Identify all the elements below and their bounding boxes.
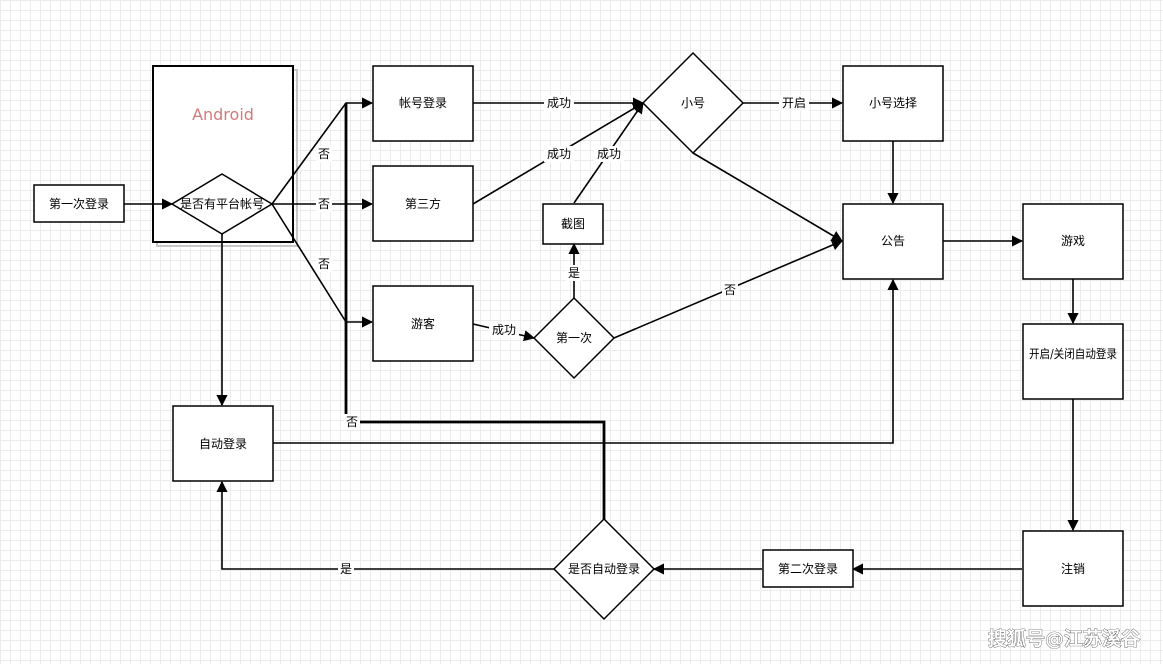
label-no-third: 否 xyxy=(318,197,330,211)
node-first-time[interactable]: 第一次 xyxy=(532,296,616,380)
svg-text:游客: 游客 xyxy=(411,316,435,331)
android-group-title: Android xyxy=(192,105,254,124)
node-toggle-auto-login[interactable]: 开启/关闭自动登录 xyxy=(1022,323,1124,400)
node-is-auto-login[interactable]: 是否自动登录 xyxy=(552,517,656,621)
label-no-account: 否 xyxy=(318,147,330,161)
node-logout[interactable]: 注销 xyxy=(1022,530,1124,607)
watermark: 搜狐号@江苏溪谷 xyxy=(988,627,1141,650)
label-open: 开启 xyxy=(782,96,806,110)
svg-text:第二次登录: 第二次登录 xyxy=(778,561,838,576)
svg-text:公告: 公告 xyxy=(881,234,905,248)
node-first-login[interactable]: 第一次登录 xyxy=(33,184,125,223)
edge-is-auto-to-auto-login xyxy=(216,480,554,570)
toggle-label: 开启/关闭自动登录 xyxy=(1029,346,1117,361)
svg-text:自动登录: 自动登录 xyxy=(199,436,247,451)
node-sub-account[interactable]: 小号 xyxy=(641,51,745,155)
label-no-guest: 否 xyxy=(318,257,330,271)
svg-text:小号选择: 小号选择 xyxy=(869,96,917,110)
svg-text:帐号登录: 帐号登录 xyxy=(399,95,447,110)
node-has-account[interactable]: 是否有平台帐号 xyxy=(170,173,274,235)
node-third-party[interactable]: 第三方 xyxy=(372,165,474,242)
node-game[interactable]: 游戏 xyxy=(1022,203,1124,280)
svg-text:第一次: 第一次 xyxy=(556,331,592,345)
svg-text:是否自动登录: 是否自动登录 xyxy=(568,561,640,576)
svg-text:第三方: 第三方 xyxy=(405,196,441,211)
svg-text:是否有平台帐号: 是否有平台帐号 xyxy=(180,196,264,211)
edge-auto-login-to-notice xyxy=(273,278,899,444)
label-yes-screenshot: 是 xyxy=(568,266,580,280)
edge-sub-account-to-notice xyxy=(692,152,843,242)
svg-text:小号: 小号 xyxy=(681,96,705,110)
node-sub-account-select[interactable]: 小号选择 xyxy=(842,65,944,142)
svg-text:游戏: 游戏 xyxy=(1061,234,1085,248)
node-guest[interactable]: 游客 xyxy=(372,285,474,362)
label-success-third: 成功 xyxy=(547,147,571,161)
label-yes-auto: 是 xyxy=(340,562,352,576)
label-success-guest: 成功 xyxy=(492,323,516,337)
edge-labels: 否 否 否 成功 成功 成功 成功 开启 是 否 否 是 xyxy=(316,95,809,577)
label-no-auto: 否 xyxy=(346,415,358,429)
edge-is-auto-no-loop xyxy=(344,103,606,520)
label-no-first-time: 否 xyxy=(724,283,736,297)
node-screenshot[interactable]: 截图 xyxy=(542,203,604,245)
svg-text:第一次登录: 第一次登录 xyxy=(49,196,109,211)
node-notice[interactable]: 公告 xyxy=(842,203,944,280)
label-success-account: 成功 xyxy=(547,96,571,110)
node-auto-login[interactable]: 自动登录 xyxy=(172,405,274,482)
node-account-login[interactable]: 帐号登录 xyxy=(372,65,474,142)
label-success-screenshot: 成功 xyxy=(597,147,621,161)
svg-text:注销: 注销 xyxy=(1061,561,1085,576)
svg-text:截图: 截图 xyxy=(561,217,585,231)
node-second-login[interactable]: 第二次登录 xyxy=(762,549,854,588)
